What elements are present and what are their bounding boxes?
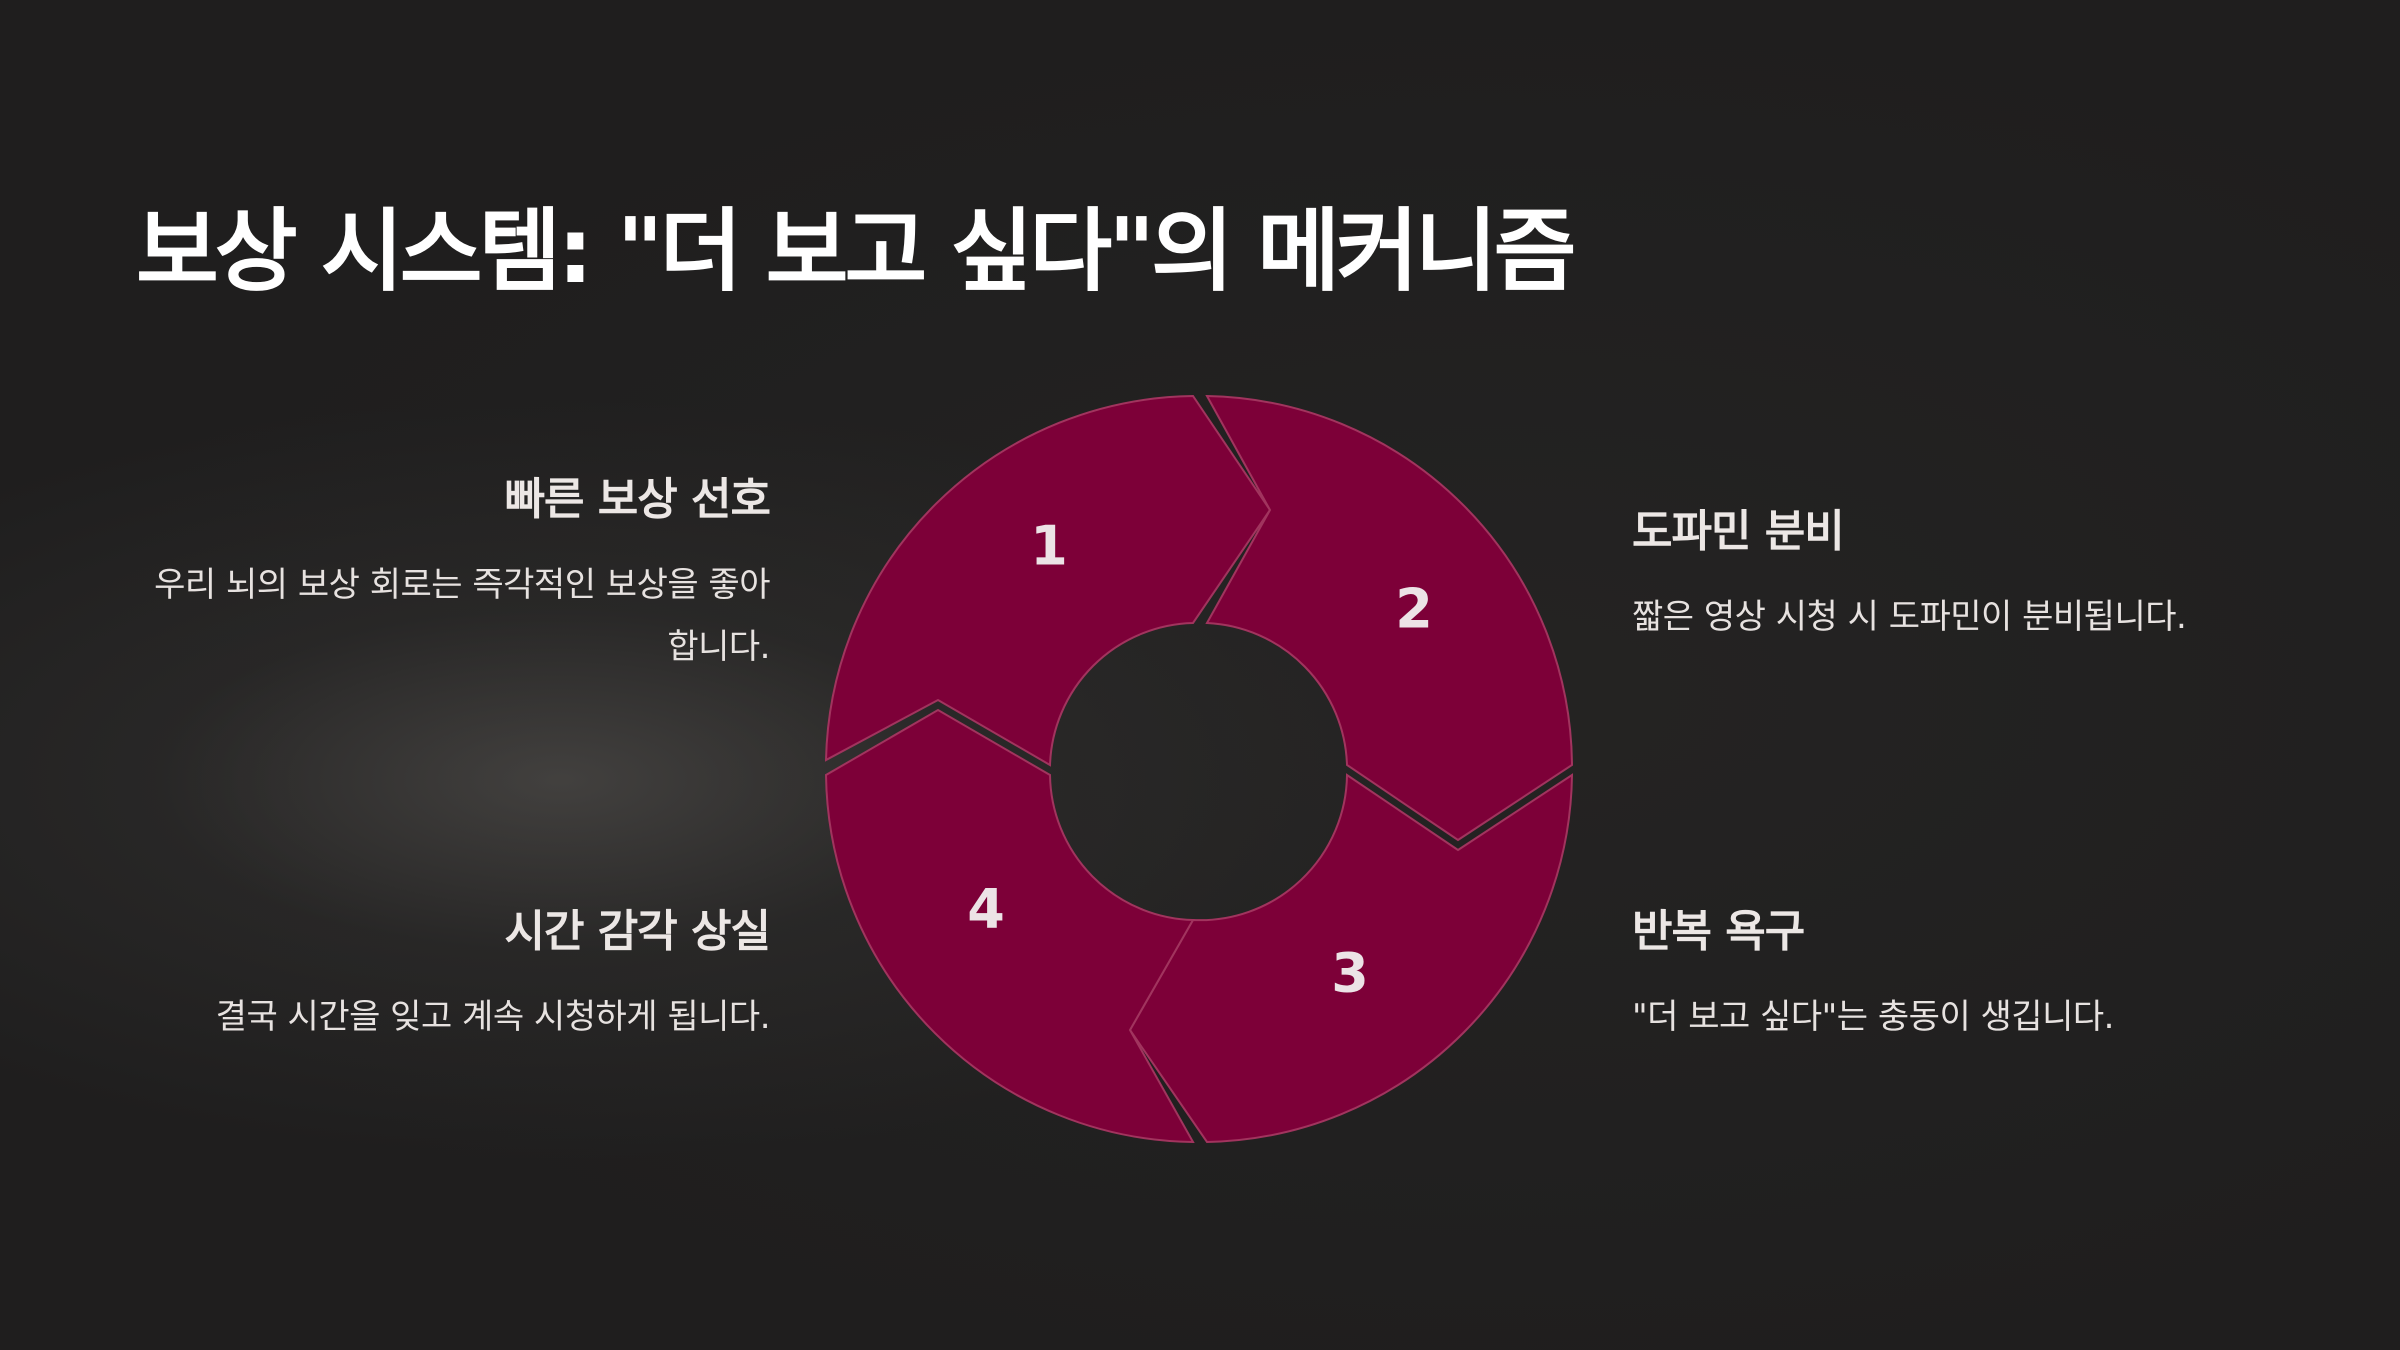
segment-1 [824,394,1272,767]
step-3-block: 반복 욕구 "더 보고 싶다"는 충동이 생깁니다. [1632,904,2272,1048]
step-3-text: "더 보고 싶다"는 충동이 생깁니다. [1632,997,2114,1037]
segment-4 [824,708,1195,1144]
step-1-heading: 빠른 보상 선호 [504,474,771,525]
step-1-text: 우리 뇌의 보상 회로는 즉각적인 보상을 좋아합니다. [154,565,770,667]
step-3-heading: 반복 욕구 [1632,906,1805,957]
segment-1-number: 1 [1030,515,1068,578]
step-2-text: 짧은 영상 시청 시 도파민이 분비됩니다. [1632,597,2187,637]
step-4-block: 시간 감각 상실 결국 시간을 잊고 계속 시청하게 됩니다. [130,904,771,1048]
step-2-block: 도파민 분비 짧은 영상 시청 시 도파민이 분비됩니다. [1632,504,2272,648]
slide-title: 보상 시스템: "더 보고 싶다"의 메커니즘 [136,199,1576,304]
segment-4-number: 4 [967,878,1005,941]
step-4-heading: 시간 감각 상실 [504,906,771,957]
segment-2-number: 2 [1395,578,1433,641]
segment-3-number: 3 [1331,942,1369,1005]
segment-3 [1128,773,1574,1144]
step-2-heading: 도파민 분비 [1632,506,1845,557]
segment-2 [1205,394,1574,842]
step-4-text: 결국 시간을 잊고 계속 시청하게 됩니다. [215,997,771,1037]
step-1-block: 빠른 보상 선호 우리 뇌의 보상 회로는 즉각적인 보상을 좋아합니다. [130,472,771,678]
